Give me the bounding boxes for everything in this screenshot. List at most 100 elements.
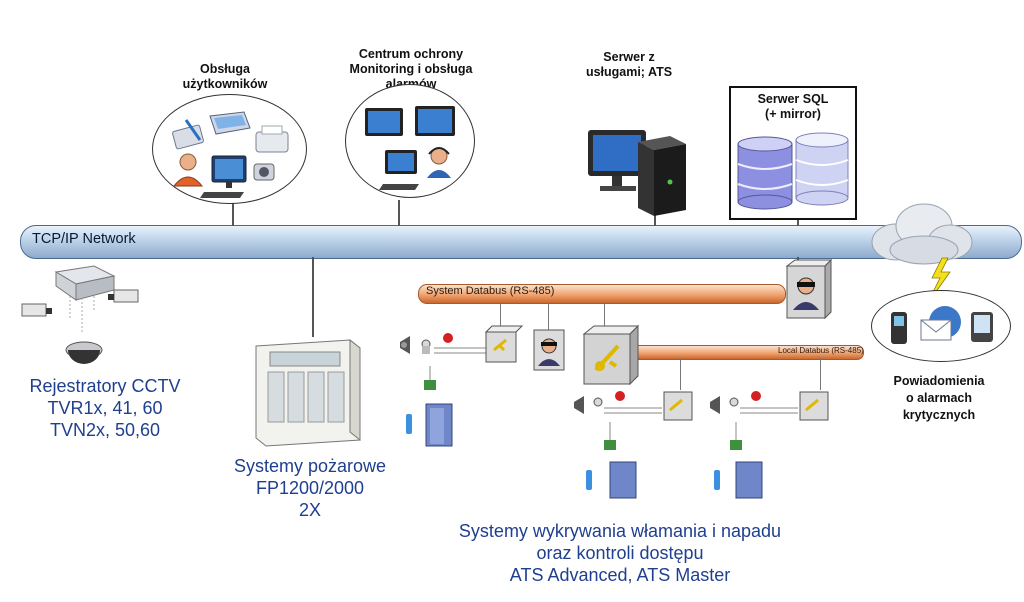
user-avatar-icon	[172, 153, 204, 187]
security-center-devices	[365, 106, 455, 190]
notifications-label: Powiadomienia o alarmach krytycznych	[869, 373, 1009, 424]
card-reader-icon	[730, 440, 742, 450]
cctv-camera-icon	[108, 289, 139, 303]
cctv-label-line3: TVN2x, 50,60	[49, 420, 161, 440]
pen-tablet-icon	[172, 119, 204, 150]
card-reader-icon	[424, 380, 436, 390]
siren-icon	[400, 336, 410, 354]
cctv-label-line1: Rejestratory CCTV	[29, 376, 181, 396]
local-databus-drop	[820, 358, 821, 390]
controller-module-icon	[663, 391, 693, 421]
notification-cloud	[871, 203, 973, 307]
intrusion-label-line1: Systemy wykrywania włamania i napadu	[458, 521, 782, 541]
cctv-label-line2: TVR1x, 41, 60	[47, 398, 163, 418]
keypad-module	[533, 329, 565, 371]
local-databus-label: Local Databus (RS-485)	[778, 346, 864, 355]
sql-databases	[737, 132, 849, 210]
door-icon	[609, 461, 637, 499]
server-monitor-icon	[588, 130, 646, 191]
intrusion-label: Systemy wykrywania włamania i napadu ora…	[400, 520, 840, 586]
security-center-group	[345, 84, 475, 198]
door-icon	[425, 403, 453, 447]
access-cluster-right	[710, 391, 829, 499]
ats-server-label-line1: Serwer z	[603, 50, 655, 64]
sql-server-label-line2: (+ mirror)	[765, 107, 821, 121]
cctv-camera-icon	[21, 303, 52, 317]
system-databus-label: System Databus (RS-485)	[426, 285, 555, 297]
dome-camera-icon	[65, 341, 103, 364]
user-service-link	[232, 198, 234, 226]
cctv-equipment	[21, 265, 139, 364]
monitor-icon	[415, 106, 455, 136]
intrusion-label-line2: oraz kontroli dostępu	[536, 543, 704, 563]
detector-icon	[421, 339, 431, 354]
local-databus-drop	[680, 358, 681, 390]
user-service-label-line2: użytkowników	[182, 77, 268, 91]
databus-drop	[604, 303, 605, 329]
ats-server-link	[654, 210, 656, 226]
access-cluster-left	[400, 325, 524, 447]
controller-module-icon	[484, 325, 524, 363]
monitor-icon	[365, 108, 403, 136]
ats-server-label: Serwer z usługami; ATS	[564, 50, 694, 80]
alarm-button-icon	[751, 391, 761, 401]
databus-drop	[500, 303, 501, 329]
tcp-ip-network-bus	[20, 225, 1022, 259]
fire-panel	[255, 338, 361, 447]
keyfob-icon	[406, 414, 412, 434]
cloud-icon	[871, 203, 973, 265]
gateway-module	[785, 258, 833, 320]
card-reader-icon	[604, 440, 616, 450]
ats-server-computer	[588, 130, 686, 216]
alarm-button-icon	[443, 333, 453, 343]
network-label: TCP/IP Network	[32, 231, 136, 247]
fire-label-line1: Systemy pożarowe	[233, 456, 387, 476]
email-icon	[920, 306, 961, 341]
security-center-link	[398, 200, 400, 226]
user-service-label-line1: Obsługa	[199, 62, 250, 76]
notifications-label-line3: krytycznych	[902, 408, 976, 422]
workstation-monitor-icon	[200, 155, 247, 198]
detector-icon	[729, 397, 739, 407]
server-tower-icon	[638, 136, 686, 216]
user-service-devices	[172, 111, 289, 198]
camera-icon	[253, 163, 275, 181]
cctv-label: Rejestratory CCTV TVR1x, 41, 60 TVN2x, 5…	[10, 375, 200, 441]
ats-server-label-line2: usługami; ATS	[585, 65, 673, 79]
intrusion-label-line3: ATS Advanced, ATS Master	[509, 565, 731, 585]
printer-icon	[255, 125, 289, 153]
notifications-label-line2: o alarmach	[905, 391, 972, 405]
databus-drop	[548, 303, 549, 331]
operator-monitor-icon	[379, 150, 419, 190]
notification-devices	[891, 306, 993, 344]
fire-label: Systemy pożarowe FP1200/2000 2X	[210, 455, 410, 521]
system-databus	[418, 284, 786, 304]
fire-panel-icon	[255, 338, 361, 447]
mobile-phone-icon	[891, 312, 907, 344]
security-center-label-line1: Centrum ochrony	[358, 47, 464, 61]
ats-main-panel	[582, 324, 640, 386]
fire-panel-link	[312, 257, 314, 337]
alarm-button-icon	[615, 391, 625, 401]
database-icon	[737, 136, 793, 210]
fire-label-line2: FP1200/2000	[255, 478, 365, 498]
access-cluster-middle	[574, 391, 693, 499]
detector-icon	[593, 397, 603, 407]
security-center-label-line2: Monitoring i obsługa	[349, 62, 473, 76]
database-mirror-icon	[795, 132, 849, 206]
siren-icon	[710, 396, 720, 414]
scanner-icon	[209, 111, 251, 135]
operator-headset-icon	[427, 147, 451, 178]
sql-server-link	[797, 217, 799, 226]
keyfob-icon	[586, 470, 592, 490]
fire-label-line3: 2X	[298, 500, 322, 520]
user-service-label: Obsługa użytkowników	[160, 62, 290, 92]
dvr-recorder-icon	[54, 265, 116, 301]
keyfob-icon	[714, 470, 720, 490]
notifications-label-line1: Powiadomienia	[893, 374, 985, 388]
controller-module-icon	[799, 391, 829, 421]
sql-server-label: Serwer SQL (+ mirror)	[729, 92, 857, 122]
keypad-icon	[533, 329, 565, 371]
ats-panel-icon	[582, 324, 640, 386]
pda-icon	[971, 312, 993, 342]
